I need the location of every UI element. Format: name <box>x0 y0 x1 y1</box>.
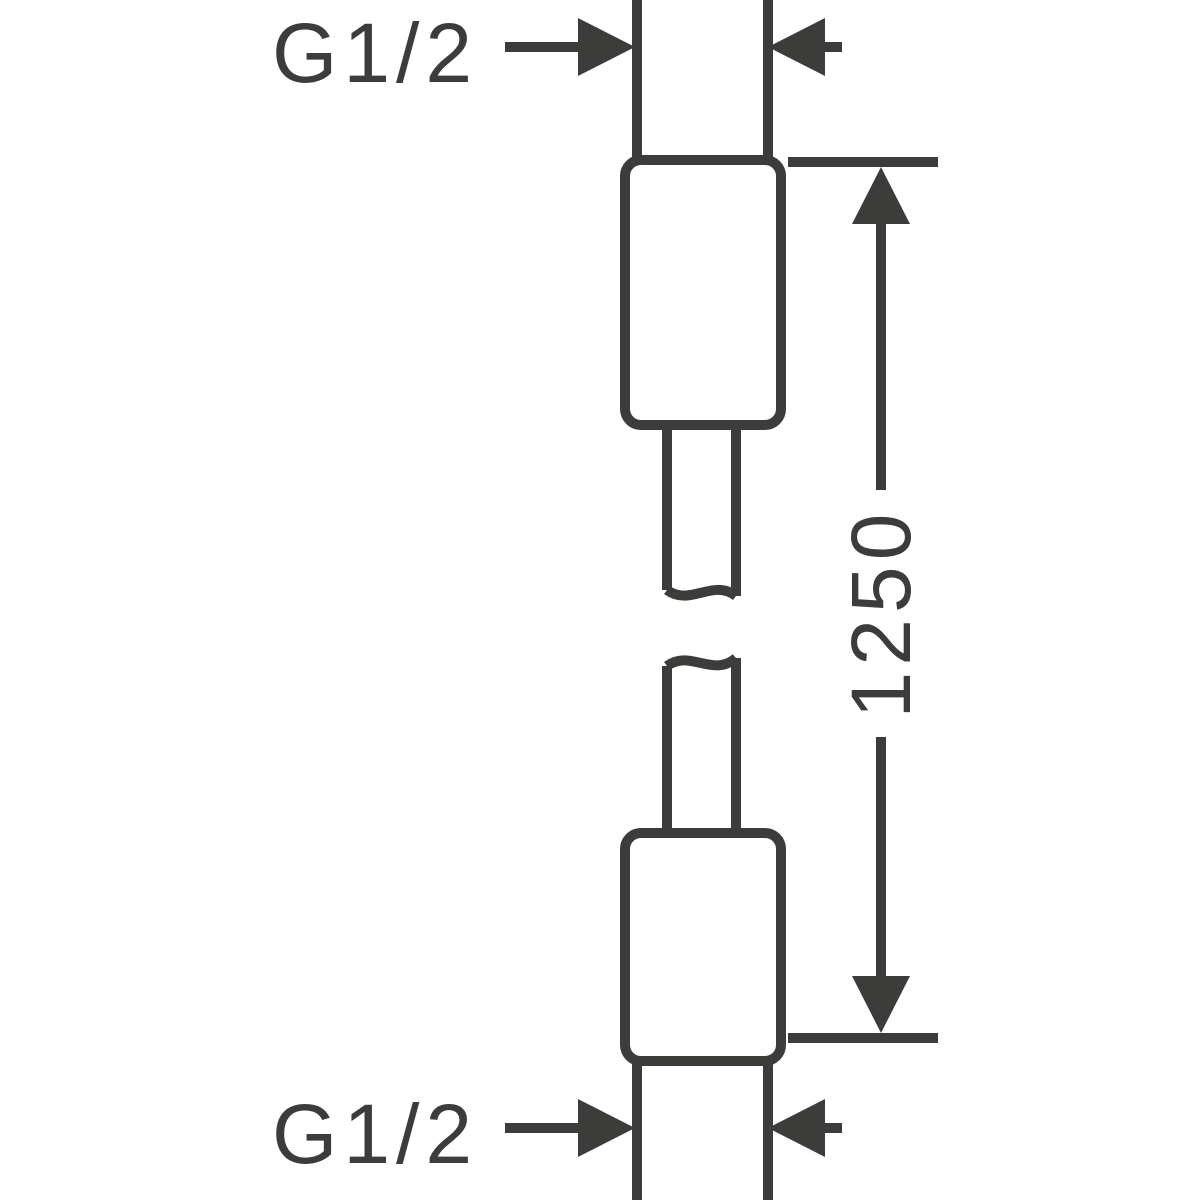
top-arrowhead-right-icon <box>578 18 635 76</box>
top-arrowhead-left-icon <box>768 18 825 76</box>
bottom-thread-label: G1/2 <box>272 1087 478 1181</box>
bottom-thread-dimension: G1/2 <box>272 1063 842 1200</box>
top-connector <box>620 155 786 430</box>
hose-break-line-upper <box>664 584 740 601</box>
bottom-arrowhead-left-icon <box>768 1099 825 1157</box>
hose-break-line-lower <box>664 653 740 671</box>
length-arrowhead-down-icon <box>852 976 910 1033</box>
top-thread-label: G1/2 <box>272 6 478 100</box>
length-label: 1250 <box>834 508 928 719</box>
hose-lower-segment <box>662 653 741 836</box>
top-thread-dimension: G1/2 <box>272 0 842 157</box>
length-dimension: 1250 <box>788 157 938 1043</box>
hose-upper-segment <box>662 425 741 601</box>
bottom-arrowhead-right-icon <box>578 1099 635 1157</box>
length-arrowhead-up-icon <box>852 167 910 224</box>
bottom-connector <box>620 828 786 1066</box>
